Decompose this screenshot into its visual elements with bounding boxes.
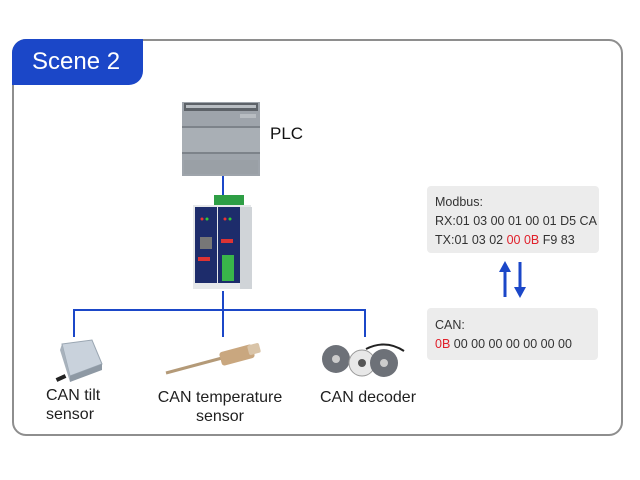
modbus-tx: TX:01 03 02 00 0B F9 83 <box>435 233 575 247</box>
can-frame: 0B 00 00 00 00 00 00 00 <box>435 337 572 351</box>
gateway-image <box>193 195 252 289</box>
modbus-title: Modbus: <box>435 195 483 209</box>
plc-image <box>182 102 260 176</box>
scene-title: Scene 2 <box>12 39 143 85</box>
can-bus-line <box>73 309 366 337</box>
arrow-up-icon <box>499 261 511 297</box>
tilt-sensor-image <box>55 339 103 382</box>
plc-label: PLC <box>270 124 304 143</box>
modbus-rx: RX:01 03 00 01 00 01 D5 CA <box>435 214 597 228</box>
sensor-label-tilt: CAN tilt sensor <box>46 387 101 423</box>
decoder-image <box>322 343 405 377</box>
scene-frame <box>12 39 623 436</box>
temperature-sensor-image <box>165 343 261 375</box>
arrow-down-icon <box>514 262 526 298</box>
modbus-tx-highlight: 00 0B <box>506 233 540 247</box>
sensor-label-temperature: CAN temperature sensor <box>157 389 283 425</box>
can-message-panel: CAN: 0B 00 00 00 00 00 00 00 <box>427 308 598 360</box>
sensor-label-decoder: CAN decoder <box>319 389 417 406</box>
modbus-message-panel: Modbus: RX:01 03 00 01 00 01 D5 CA TX:01… <box>427 186 599 253</box>
can-title: CAN: <box>435 318 465 332</box>
can-highlight: 0B <box>435 337 451 351</box>
